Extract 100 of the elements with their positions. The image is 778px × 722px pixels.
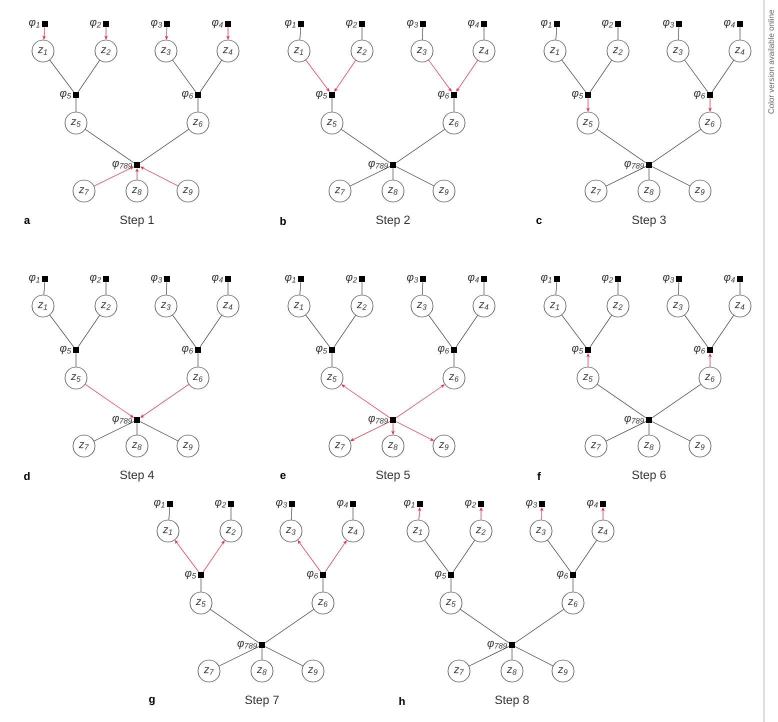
factor-square: φ$_{5}$ xyxy=(185,570,204,580)
factor-square: φ$_{1}$ xyxy=(285,274,304,284)
factor-square: φ$_{5}$ xyxy=(572,90,591,100)
factor-square: φ$_{789}$ xyxy=(112,416,140,424)
node-label: φ$_{5}$ xyxy=(316,90,328,100)
factor-square: φ$_{6}$ xyxy=(307,570,326,580)
factor-square: φ$_{4}$ xyxy=(724,20,744,28)
edge-line xyxy=(712,315,734,348)
edge-line xyxy=(136,422,138,435)
node-label: φ$_{789}$ xyxy=(112,416,132,424)
node-label: φ$_{6}$ xyxy=(438,90,450,100)
edge-line xyxy=(562,60,586,92)
edge-line xyxy=(450,578,452,592)
edge-line xyxy=(49,314,74,348)
factor-square: φ$_{5}$ xyxy=(572,346,591,354)
panel-letter: h xyxy=(399,697,405,705)
factor-square: φ$_{1}$ xyxy=(29,20,48,28)
panel-letter: c xyxy=(536,218,542,224)
edge-line xyxy=(78,60,100,92)
node-label: φ$_{5}$ xyxy=(185,570,196,580)
edge-line xyxy=(334,315,356,348)
edge-line xyxy=(597,384,646,418)
side-note: Color version available online xyxy=(768,10,774,114)
node-label: φ$_{1}$ xyxy=(541,274,552,284)
edge-line xyxy=(200,315,222,348)
edge-line xyxy=(300,26,302,40)
step-label: Step 2 xyxy=(376,216,410,226)
factor-square: φ$_{6}$ xyxy=(438,90,457,100)
edge-line xyxy=(556,282,558,296)
edge-line xyxy=(652,129,701,164)
edge-line xyxy=(652,166,690,186)
node-label: φ$_{5}$ xyxy=(435,570,446,580)
factor-square: φ$_{6}$ xyxy=(182,90,201,100)
edge-line xyxy=(172,60,196,92)
edge-line xyxy=(684,60,708,92)
edge-line xyxy=(572,578,574,592)
factor-square: φ$_{4}$ xyxy=(724,274,744,284)
factor-square: φ$_{3}$ xyxy=(526,500,545,508)
edge-line xyxy=(44,282,46,296)
node-label: φ$_{4}$ xyxy=(212,274,223,284)
panel-letter: g xyxy=(149,696,155,706)
edge-line xyxy=(218,646,260,666)
node-label: φ$_{3}$ xyxy=(407,274,418,284)
factor-square: φ$_{6}$ xyxy=(182,346,201,354)
node-label: φ$_{3}$ xyxy=(151,20,162,28)
factor-square: φ$_{5}$ xyxy=(60,90,79,100)
factor-square: φ$_{5}$ xyxy=(435,570,454,580)
factor-square: φ$_{789}$ xyxy=(368,160,396,170)
edge-line xyxy=(140,129,189,164)
factor-square: φ$_{2}$ xyxy=(465,500,484,508)
edge-line xyxy=(456,315,478,348)
factor-square: φ$_{789}$ xyxy=(368,416,396,424)
node-label: φ$_{5}$ xyxy=(60,346,72,354)
node-label: φ$_{6}$ xyxy=(438,346,450,354)
factor-square: φ$_{1}$ xyxy=(154,500,173,508)
edge-line xyxy=(562,314,586,348)
edge-line xyxy=(648,422,650,435)
edge-line xyxy=(85,129,134,164)
edge-line xyxy=(94,421,134,442)
node-label: φ$_{6}$ xyxy=(694,90,706,100)
node-label: φ$_{1}$ xyxy=(285,274,296,284)
edge-line xyxy=(264,609,314,644)
panel-letter: e xyxy=(280,473,286,480)
node-label: φ$_{1}$ xyxy=(541,20,552,28)
edge-line xyxy=(606,166,646,186)
node-label: φ$_{2}$ xyxy=(90,274,101,284)
factor-square: φ$_{789}$ xyxy=(112,160,140,170)
panel-letter: a xyxy=(24,218,30,224)
node-label: φ$_{1}$ xyxy=(285,20,296,28)
node-label: φ$_{3}$ xyxy=(276,500,288,508)
factor-square: φ$_{1}$ xyxy=(285,20,304,28)
node-label: φ$_{2}$ xyxy=(602,274,613,284)
factor-square: φ$_{2}$ xyxy=(90,274,109,284)
factor-square: φ$_{1}$ xyxy=(29,274,48,284)
edge-line xyxy=(291,506,292,520)
edge-line xyxy=(460,609,510,644)
factor-square: φ$_{6}$ xyxy=(438,346,457,354)
panel-letter: d xyxy=(24,472,30,480)
node-label: φ$_{2}$ xyxy=(465,500,476,508)
edge-line xyxy=(392,168,394,180)
node-label: φ$_{4}$ xyxy=(468,274,479,284)
node-label: φ$_{4}$ xyxy=(724,20,735,28)
node-label: φ$_{2}$ xyxy=(215,500,226,508)
factor-square: φ$_{1}$ xyxy=(404,500,423,508)
node-label: φ$_{4}$ xyxy=(468,20,479,28)
edge-line xyxy=(230,506,232,520)
edge-line xyxy=(648,168,650,180)
node-label: φ$_{1}$ xyxy=(154,500,164,508)
node-label: φ$_{5}$ xyxy=(316,346,328,354)
edge-line xyxy=(597,129,646,164)
factor-square: φ$_{6}$ xyxy=(694,346,713,354)
edge-line xyxy=(422,26,424,40)
node-label: φ$_{5}$ xyxy=(60,90,72,100)
edge-line xyxy=(712,60,734,92)
edge-line xyxy=(590,60,612,92)
node-label: φ$_{789}$ xyxy=(624,416,644,424)
node-label: φ$_{1}$ xyxy=(29,20,40,28)
arrow xyxy=(298,540,321,572)
factor-square: φ$_{789}$ xyxy=(624,160,652,170)
factor-square: φ$_{3}$ xyxy=(151,20,170,28)
